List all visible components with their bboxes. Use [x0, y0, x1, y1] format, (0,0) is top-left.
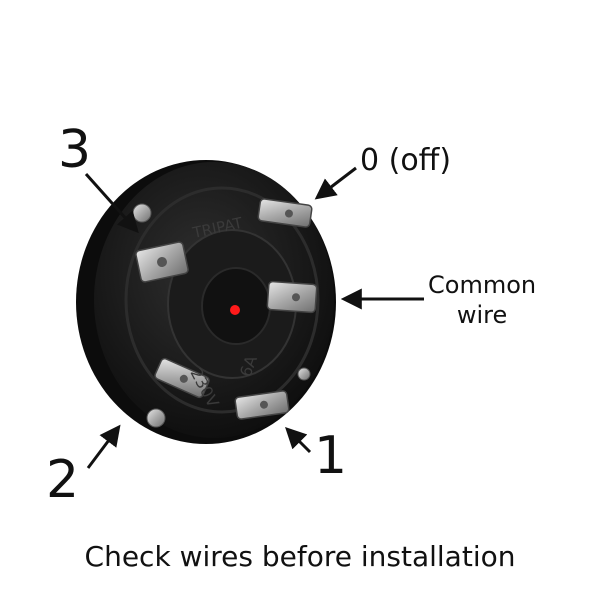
center-indicator-dot — [230, 305, 240, 315]
terminal-1-tab — [234, 390, 290, 420]
arrow-terminal-2 — [86, 424, 121, 469]
label-terminal-2: 2 — [46, 450, 80, 510]
arrow-terminal-0 — [314, 166, 357, 200]
label-common-line1: Common — [428, 271, 537, 299]
label-common-wire: Common wire — [428, 270, 536, 330]
label-terminal-0: 0 (off) — [360, 143, 452, 178]
inner-ring-outer — [124, 186, 320, 414]
label-terminal-3: 3 — [58, 120, 92, 180]
caption: Check wires before installation — [84, 540, 516, 573]
mounting-screw-top — [132, 203, 152, 223]
mounting-screw-right — [297, 367, 311, 381]
mounting-screw-bottom — [146, 408, 166, 428]
terminal-2-tab — [154, 357, 210, 399]
arrow-terminal-3 — [84, 173, 139, 234]
terminal-3-tab — [135, 241, 189, 283]
terminal-0-tab — [257, 198, 313, 228]
arrow-terminal-1 — [285, 427, 312, 454]
label-terminal-1: 1 — [314, 426, 348, 486]
terminal-common-tab — [266, 280, 318, 314]
label-common-line2: wire — [456, 301, 508, 329]
